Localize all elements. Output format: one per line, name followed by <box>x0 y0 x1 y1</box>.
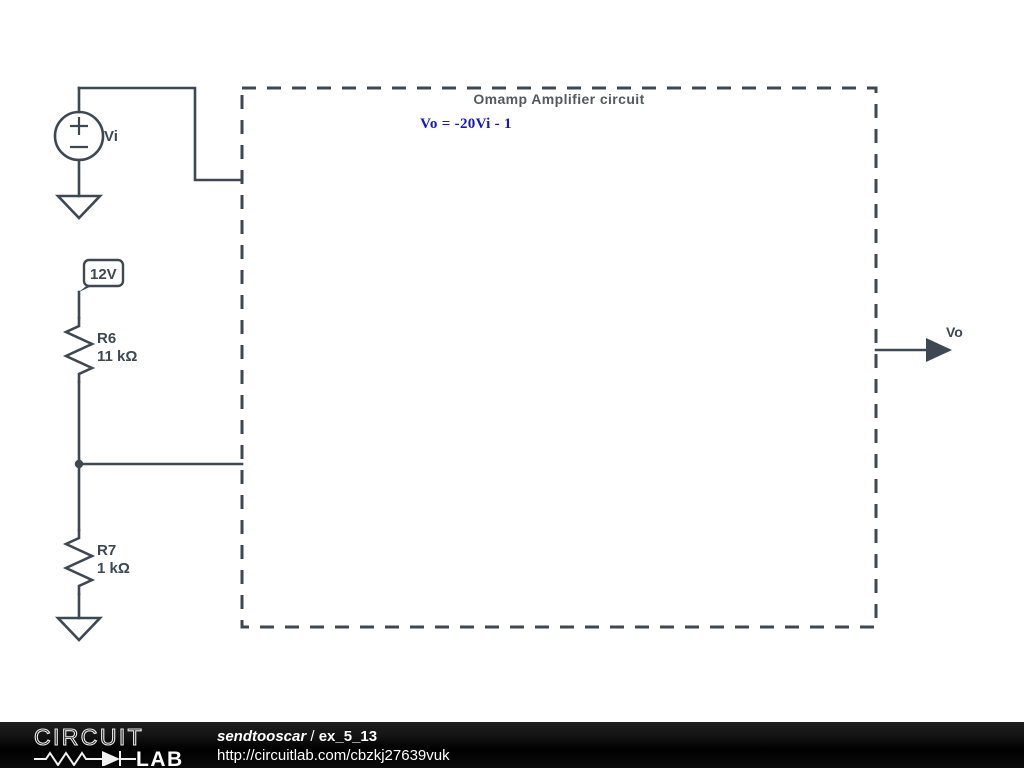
logo-diode-icon <box>102 751 120 767</box>
resistor-r7-symbol[interactable] <box>62 528 96 596</box>
ground-symbol-bottom <box>54 616 104 642</box>
schematic-canvas[interactable]: Vi 12V R6 11 kΩ <box>0 0 1024 722</box>
wire-source-to-block <box>77 86 244 182</box>
source-label: Vi <box>104 128 118 145</box>
output-arrow-icon <box>926 338 952 362</box>
footer-username[interactable]: sendtooscar <box>217 728 307 745</box>
block-formula: Vo = -20Vi - 1 <box>420 116 512 132</box>
logo-lab-text: LAB <box>136 748 184 766</box>
footer-project-line: sendtooscar / ex_5_13 <box>217 727 450 746</box>
footer-separator: / <box>306 728 319 745</box>
footer-bar <box>0 722 1024 768</box>
resistor-r6-symbol[interactable] <box>62 316 96 384</box>
ground-symbol-top <box>54 194 104 220</box>
output-port-label: Vo <box>946 324 963 340</box>
footer-url[interactable]: http://circuitlab.com/cbzkj27639vuk <box>217 747 450 764</box>
source-plus-icon <box>70 117 88 135</box>
block-title: Omamp Amplifier circuit <box>473 91 644 107</box>
resistor-r7-value: 1 kΩ <box>97 560 130 577</box>
amplifier-block-outline[interactable] <box>240 86 878 629</box>
logo-circuit-symbol <box>34 751 136 767</box>
footer-project-name[interactable]: ex_5_13 <box>318 728 378 745</box>
supply-badge-box <box>82 258 125 288</box>
circuitlab-logo[interactable]: CIRCUIT LAB <box>32 723 197 768</box>
supply-badge[interactable]: 12V <box>79 258 125 292</box>
footer-meta: sendtooscar / ex_5_13 http://circuitlab.… <box>217 727 450 765</box>
logo-circuit-text: CIRCUIT <box>34 726 144 750</box>
supply-badge-label: 12V <box>90 266 117 283</box>
resistor-r7-designator: R7 <box>97 542 116 559</box>
resistor-r6-designator: R6 <box>97 330 116 347</box>
resistor-r6-value: 11 kΩ <box>97 348 137 365</box>
